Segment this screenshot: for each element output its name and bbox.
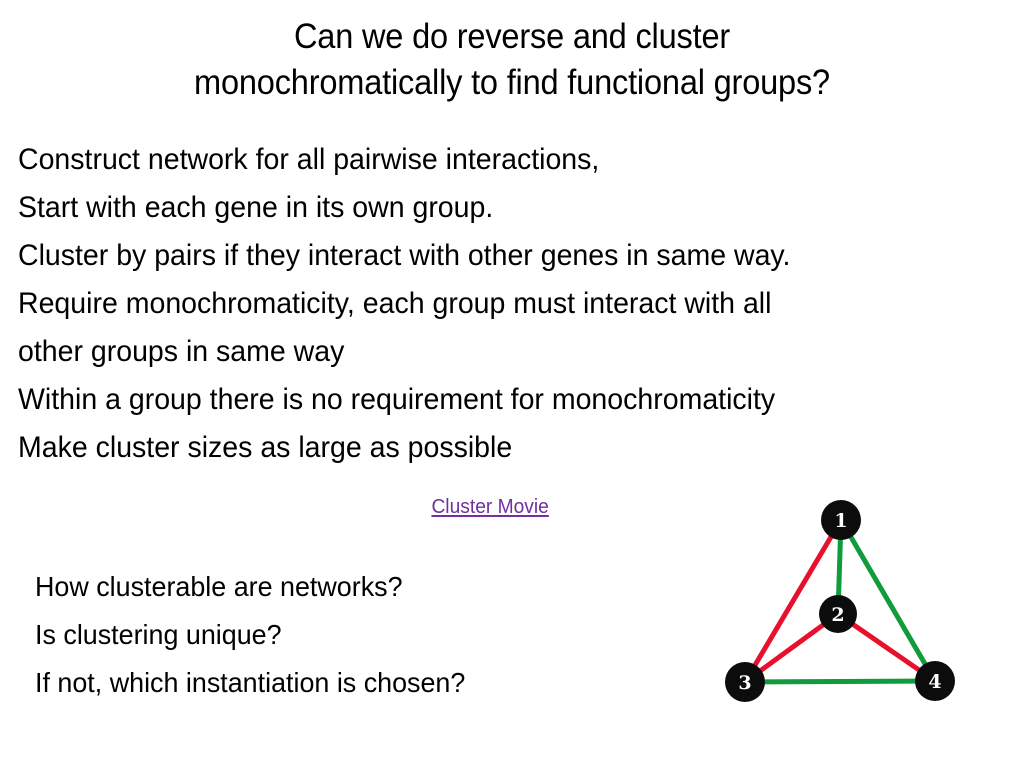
body-line-1: Construct network for all pairwise inter… xyxy=(18,143,600,176)
graph-node-label-3: 3 xyxy=(738,672,751,694)
graph-node-circle-2 xyxy=(819,595,857,633)
graph-node-circle-3 xyxy=(725,662,765,702)
graph-edge-1-4 xyxy=(838,517,938,684)
title-line-1: Can we do reverse and cluster xyxy=(293,17,731,56)
graph-node-1[interactable]: 1 xyxy=(821,500,861,540)
body-line-6: Within a group there is no requirement f… xyxy=(18,383,776,416)
link-row: Cluster Movie xyxy=(18,494,962,520)
question-line-2: Is clustering unique? xyxy=(35,619,282,650)
graph-node-label-4: 4 xyxy=(928,671,941,693)
graph-node-2[interactable]: 2 xyxy=(819,595,857,633)
body-line-4: Require monochromaticity, each group mus… xyxy=(18,287,772,320)
body-line-3: Cluster by pairs if they interact with o… xyxy=(18,239,791,272)
graph-edge-1-3 xyxy=(742,517,844,685)
slide-title: Can we do reverse and cluster monochroma… xyxy=(60,14,964,106)
cluster-movie-link[interactable]: Cluster Movie xyxy=(431,496,549,518)
title-line-2: monochromatically to find functional gro… xyxy=(194,63,830,102)
question-line-3: If not, which instantiation is chosen? xyxy=(35,667,466,698)
graph-node-label-1: 1 xyxy=(834,510,847,532)
graph-node-circle-1 xyxy=(821,500,861,540)
graph-node-layer: 1 2 3 4 xyxy=(725,500,955,702)
body-line-5: other groups in same way xyxy=(18,335,345,368)
graph-node-circle-4 xyxy=(915,661,955,701)
body-text-block: Construct network for all pairwise inter… xyxy=(18,136,1013,472)
graph-node-3[interactable]: 3 xyxy=(725,662,765,702)
question-line-1: How clusterable are networks? xyxy=(35,571,403,602)
body-line-7: Make cluster sizes as large as possible xyxy=(18,431,513,464)
graph-node-label-2: 2 xyxy=(831,604,844,626)
graph-node-4[interactable]: 4 xyxy=(915,661,955,701)
body-line-2: Start with each gene in its own group. xyxy=(18,191,494,224)
question-text-block: How clusterable are networks? Is cluster… xyxy=(35,563,675,707)
network-graph-svg: 1 2 3 4 xyxy=(725,500,955,702)
network-graph-figure: 1 2 3 4 xyxy=(700,487,1000,712)
graph-edge-3-4 xyxy=(742,678,938,685)
